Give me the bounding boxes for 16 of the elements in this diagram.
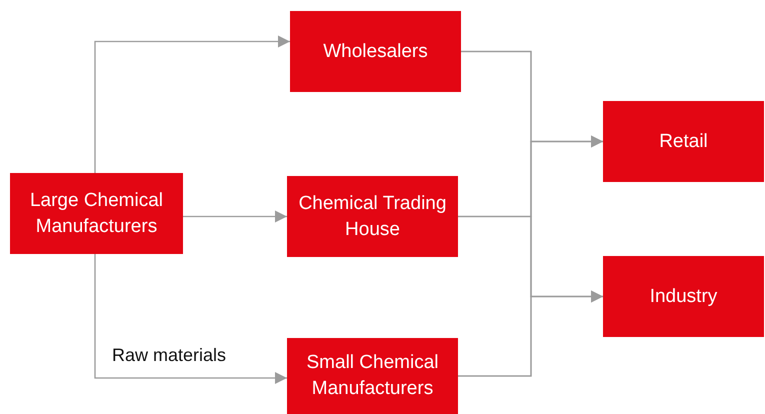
connector-arrow <box>458 290 603 377</box>
process-box <box>603 101 764 182</box>
connector-arrow <box>183 210 287 222</box>
process-box <box>10 173 183 254</box>
process-box <box>287 338 458 414</box>
box-label: Large Chemical Manufacturers <box>28 188 164 238</box>
box-label: Industry <box>650 284 718 309</box>
connector-arrow <box>94 36 290 173</box>
connector-arrow <box>94 254 287 384</box>
process-box <box>603 256 764 337</box>
process-box <box>290 11 461 92</box>
box-label: Small Chemical Manufacturers <box>306 351 440 401</box>
process-box <box>287 176 458 257</box>
box-label: Wholesalers <box>323 40 428 64</box>
box-label: Retail <box>659 130 708 154</box>
box-label: Chemical Trading House <box>298 192 448 242</box>
